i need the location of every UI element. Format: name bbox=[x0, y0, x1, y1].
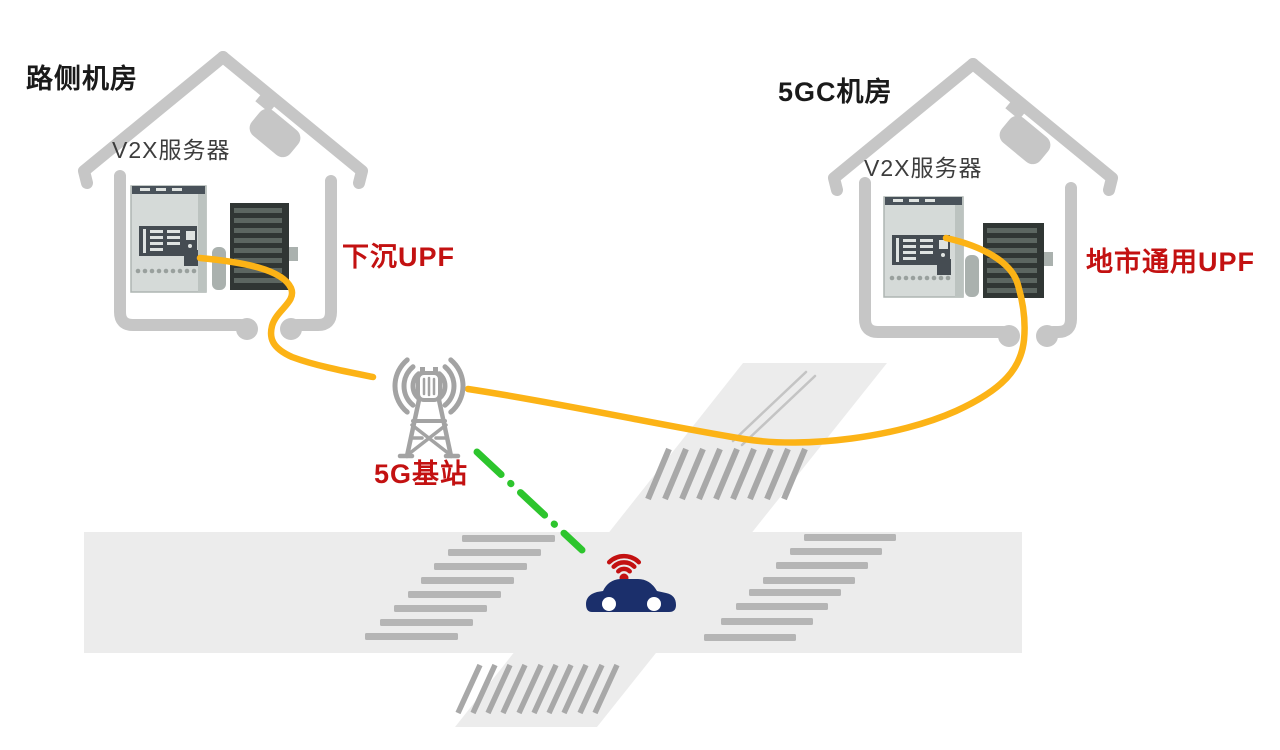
crossroad-graphic bbox=[84, 363, 1022, 727]
car-icon bbox=[586, 579, 676, 612]
server-cabinet-icon bbox=[130, 185, 207, 293]
roadside-room-house bbox=[78, 51, 368, 340]
wifi-icon bbox=[606, 553, 642, 583]
roof-attachment-icon bbox=[1005, 94, 1031, 120]
left-room-title: 路侧机房 bbox=[26, 64, 138, 94]
crosswalk-hatch-top bbox=[645, 447, 808, 501]
right-v2x-server-label: V2X服务器 bbox=[864, 155, 983, 181]
road-dashes-right bbox=[704, 534, 896, 641]
roof-attachment-icon bbox=[999, 115, 1051, 165]
right-upf-label: 地市通用UPF bbox=[1086, 247, 1255, 277]
cable-bracket bbox=[212, 247, 226, 290]
fiber-link-left-cable bbox=[196, 254, 377, 381]
fiber-link-right-cable bbox=[464, 234, 1028, 446]
server-rack-icon bbox=[230, 203, 298, 290]
right-room-title: 5GC机房 bbox=[778, 77, 893, 107]
server-rack-icon bbox=[983, 223, 1053, 298]
left-upf-label: 下沉UPF bbox=[342, 242, 455, 272]
left-v2x-server-label: V2X服务器 bbox=[112, 137, 231, 163]
house-icon bbox=[78, 51, 368, 340]
door-post-icon bbox=[280, 318, 302, 340]
roof-attachment-icon bbox=[249, 108, 301, 158]
5gc-room-house bbox=[828, 58, 1118, 347]
door-post-icon bbox=[236, 318, 258, 340]
lane-lines bbox=[731, 370, 817, 447]
base-station-tower-icon bbox=[392, 357, 466, 459]
door-post-icon bbox=[998, 325, 1020, 347]
wireless-link-line bbox=[473, 448, 586, 554]
server-cabinet-icon bbox=[883, 196, 964, 298]
cable-bracket bbox=[965, 255, 979, 297]
door-post-icon bbox=[1036, 325, 1058, 347]
base-station-label: 5G基站 bbox=[374, 459, 469, 489]
v2x-server-equipment-right bbox=[883, 196, 1053, 298]
connected-vehicle bbox=[586, 553, 676, 612]
crosswalk-hatch-bottom bbox=[455, 663, 620, 715]
v2x-server-equipment-left bbox=[130, 185, 298, 293]
house-icon bbox=[828, 58, 1118, 347]
road-dashes-left bbox=[365, 535, 555, 640]
roof-attachment-icon bbox=[255, 87, 281, 113]
